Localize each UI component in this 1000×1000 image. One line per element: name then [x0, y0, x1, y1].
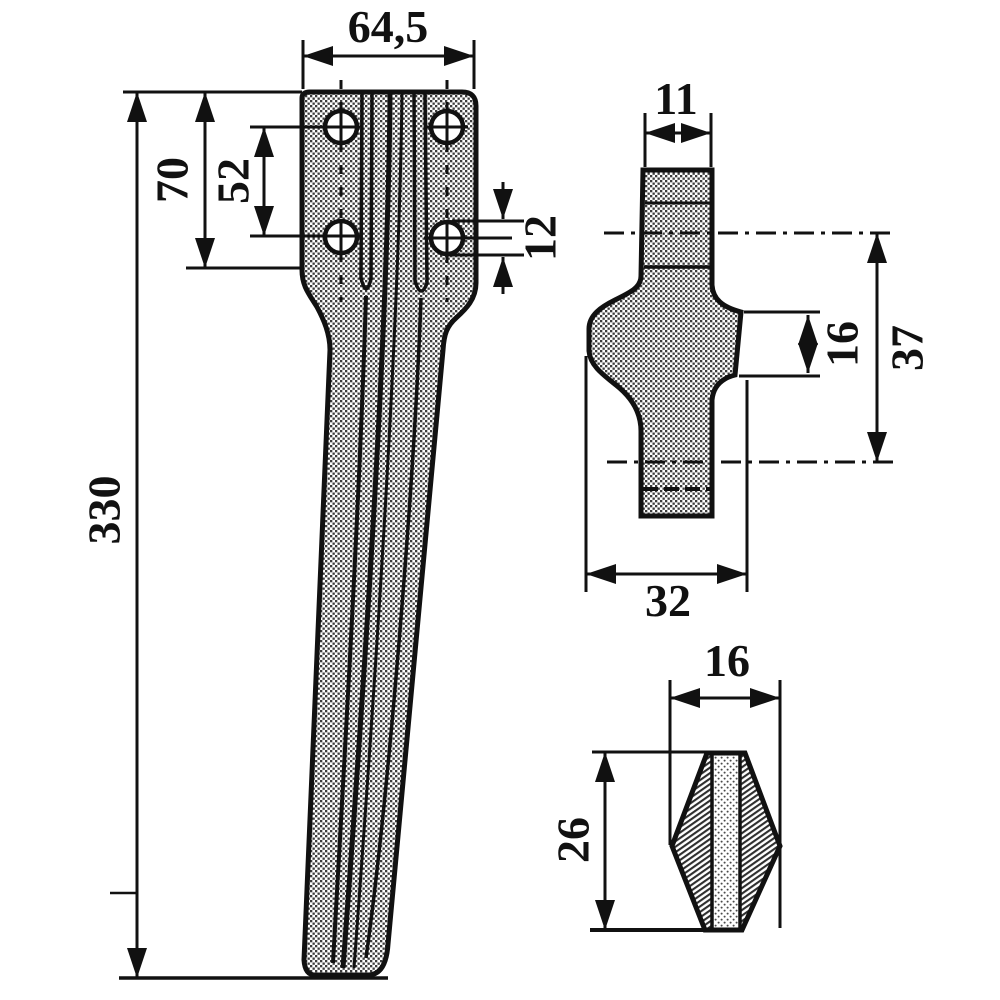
dim-26	[590, 750, 744, 932]
dim-16-side	[739, 310, 820, 378]
side-view-body	[586, 167, 744, 519]
dim-front-width-label: 64,5	[348, 1, 429, 52]
dim-tip-width-label: 16	[704, 635, 750, 686]
dim-64-5	[301, 40, 476, 89]
tip-section-dimensions: 16 26	[548, 635, 782, 932]
centerline	[604, 231, 895, 464]
side-view-dimensions: 11 16 37 32	[584, 73, 933, 626]
front-view	[250, 80, 512, 978]
dim-11	[643, 113, 713, 167]
section-center-band	[712, 753, 740, 930]
dim-tip-height-label: 26	[548, 817, 599, 863]
ridge-line	[364, 297, 423, 959]
dim-330	[110, 92, 388, 980]
hole-centerline	[339, 80, 449, 302]
dim-hole-spacing-label: 52	[208, 158, 259, 204]
dim-side-top-width-label: 11	[654, 73, 697, 124]
ridge-line	[352, 92, 404, 969]
front-view-dimensions: 64,5 70 52 12 330	[79, 1, 566, 980]
dim-32	[584, 356, 749, 592]
dim-16-tip	[668, 680, 782, 928]
dim-hole-diameter-label: 12	[515, 215, 566, 261]
section-flank-left	[672, 753, 712, 930]
dim-side-step-label: 16	[817, 321, 868, 367]
dim-head-height-label: 70	[147, 157, 198, 203]
side-profile-view	[586, 167, 895, 519]
side-view-band-lines	[643, 201, 713, 491]
dim-length-label: 330	[79, 476, 130, 545]
dim-side-span-label: 37	[882, 325, 933, 371]
dim-12	[448, 182, 524, 294]
ridge-groove-right	[412, 92, 429, 293]
dim-70	[123, 90, 302, 270]
section-flank-right	[740, 753, 780, 930]
dim-side-width-label: 32	[645, 575, 691, 626]
tip-cross-section	[669, 750, 783, 933]
section-band-edges	[710, 753, 742, 930]
ridge-groove-left	[359, 92, 374, 291]
ridge-line	[340, 92, 393, 969]
ridge-line	[331, 295, 368, 964]
